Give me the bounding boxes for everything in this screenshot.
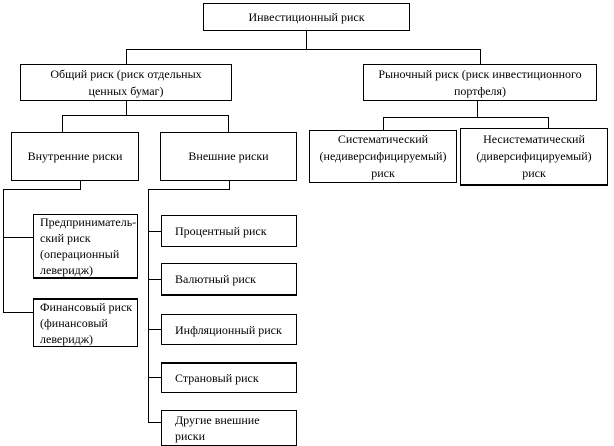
node-internal-risks: Внутренние риски — [11, 132, 139, 181]
node-general-risk: Общий риск (риск отдельных ценных бумаг) — [20, 64, 232, 101]
node-market-risk-label: Рыночный риск (риск инвестиционного порт… — [378, 66, 582, 98]
node-entrepreneurial-risk: Предприниматель- ский риск (операционный… — [33, 214, 138, 279]
node-internal-risks-label: Внутренние риски — [27, 149, 123, 163]
node-other-external-risks: Другие внешние риски — [161, 410, 297, 446]
connector-general-children — [62, 101, 229, 132]
node-nonsystematic-risk-label: Несистематический (диверсифицируемый) ри… — [476, 132, 592, 180]
node-other-external-risks-label: Другие внешние риски — [175, 413, 260, 443]
node-systematic-risk-label: Систематический (недиверсифицируемый) ри… — [319, 132, 447, 180]
node-currency-risk: Валютный риск — [161, 263, 297, 296]
connector-level1 — [126, 31, 481, 64]
node-market-risk: Рыночный риск (риск инвестиционного порт… — [363, 64, 597, 101]
node-nonsystematic-risk: Несистематический (диверсифицируемый) ри… — [460, 128, 608, 186]
node-inflation-risk-label: Инфляционный риск — [175, 322, 282, 337]
node-inflation-risk: Инфляционный риск — [161, 314, 297, 345]
node-external-risks-label: Внешние риски — [188, 149, 269, 163]
node-currency-risk-label: Валютный риск — [175, 272, 256, 286]
node-country-risk-label: Страновый риск — [175, 371, 259, 385]
node-financial-risk: Финансовый риск (финансовый леверидж) — [33, 298, 138, 347]
node-financial-risk-label: Финансовый риск (финансовый леверидж) — [40, 300, 133, 346]
node-systematic-risk: Систематический (недиверсифицируемый) ри… — [309, 130, 457, 183]
node-external-risks: Внешние риски — [160, 132, 297, 181]
node-percent-risk: Процентный риск — [161, 215, 297, 247]
node-investment-risk-label: Инвестиционный риск — [248, 9, 365, 24]
node-investment-risk: Инвестиционный риск — [203, 3, 410, 31]
node-general-risk-label: Общий риск (риск отдельных ценных бумаг) — [50, 66, 202, 98]
node-entrepreneurial-risk-label: Предприниматель- ский риск (операционный… — [40, 215, 137, 277]
node-percent-risk-label: Процентный риск — [175, 224, 267, 238]
connector-market-children — [383, 101, 549, 130]
node-country-risk: Страновый риск — [161, 362, 297, 393]
